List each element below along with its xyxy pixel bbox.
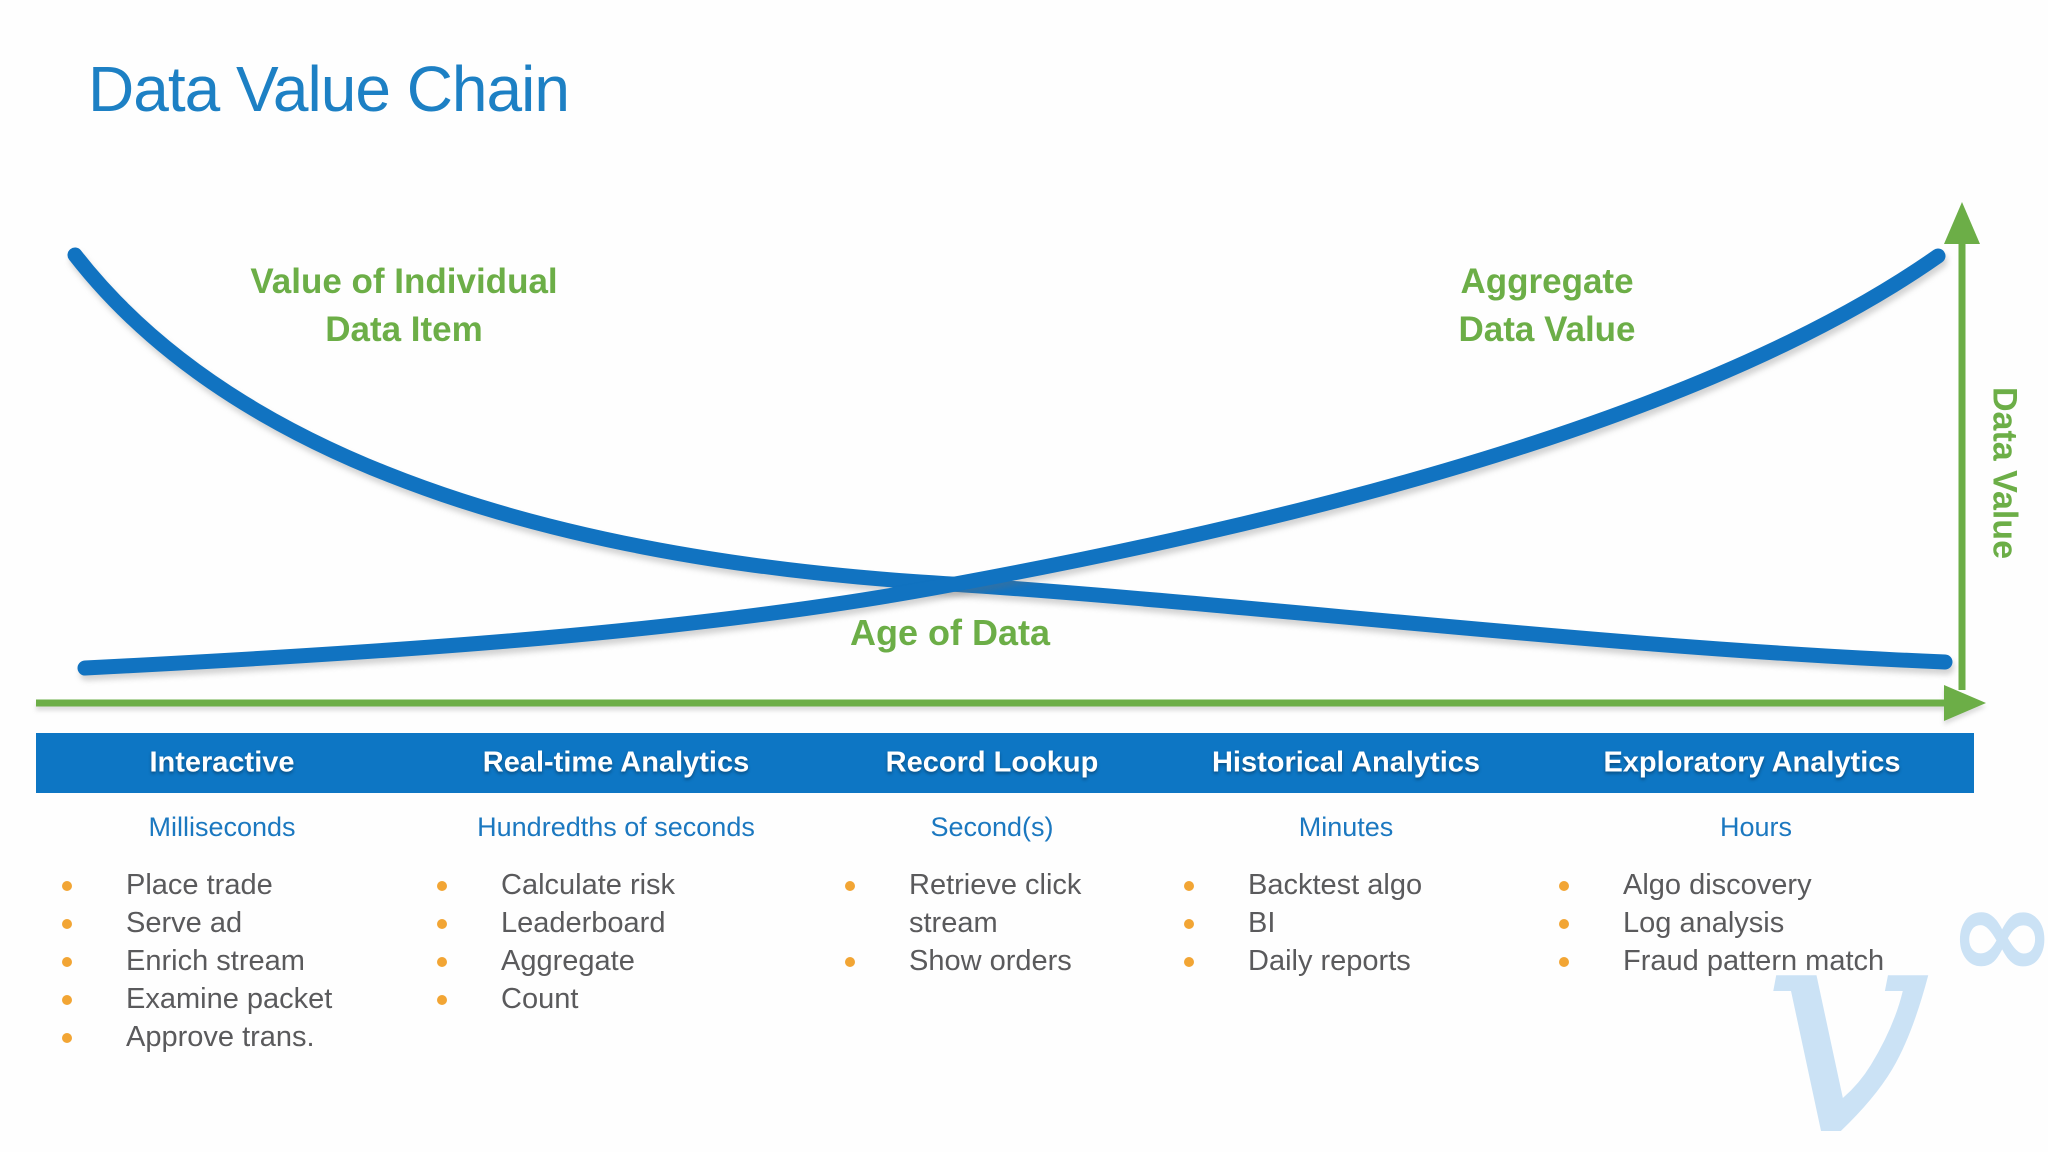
latency-historical: Minutes — [1298, 812, 1394, 842]
value-axis-arrow — [1944, 202, 1980, 690]
header-record-lookup: Record Lookup — [885, 746, 1099, 779]
use-case-list-realtime: Calculate risk Leaderboard Aggregate Cou… — [437, 866, 771, 1018]
header-historical-analytics: Historical Analytics — [1211, 746, 1481, 779]
list-item: Examine packet — [62, 980, 396, 1018]
bullet-icon — [1559, 957, 1569, 967]
list-item: Fraud pattern match — [1559, 942, 1963, 980]
list-item: Count — [437, 980, 771, 1018]
use-case-list-interactive: Place trade Serve ad Enrich stream Exami… — [62, 866, 396, 1056]
individual-value-label: Value of Individual Data Item — [250, 262, 558, 349]
list-item: Log analysis — [1559, 904, 1963, 942]
bullet-icon — [845, 957, 855, 967]
list-item: Retrieve click stream — [845, 866, 1109, 942]
bullet-icon — [62, 919, 72, 929]
bullet-icon — [62, 881, 72, 891]
list-item: Enrich stream — [62, 942, 396, 980]
bullet-icon — [437, 995, 447, 1005]
list-item: Backtest algo — [1184, 866, 1518, 904]
infinity-icon: ∞ — [1948, 857, 2048, 1009]
bullet-icon — [1559, 919, 1569, 929]
latency-realtime: Hundredths of seconds — [477, 812, 755, 842]
list-item: Daily reports — [1184, 942, 1518, 980]
use-case-list-historical: Backtest algo BI Daily reports — [1184, 866, 1518, 980]
arrowhead-up-icon — [1944, 202, 1980, 244]
latency-interactive: Milliseconds — [148, 812, 296, 842]
bullet-icon — [1184, 919, 1194, 929]
page-title: Data Value Chain — [88, 53, 570, 125]
age-axis-arrow — [36, 685, 1986, 721]
header-realtime-analytics: Real-time Analytics — [482, 746, 750, 779]
aggregate-value-label: Aggregate Data Value — [1458, 262, 1636, 349]
bullet-icon — [437, 881, 447, 891]
list-item: Approve trans. — [62, 1018, 396, 1056]
category-header-bar: Interactive Real-time Analytics Record L… — [36, 733, 1974, 793]
list-item: Aggregate — [437, 942, 771, 980]
list-item: Algo discovery — [1559, 866, 1963, 904]
header-interactive: Interactive — [149, 746, 295, 779]
bullet-icon — [62, 957, 72, 967]
bullet-icon — [1184, 957, 1194, 967]
list-item: Leaderboard — [437, 904, 771, 942]
bullet-icon — [845, 881, 855, 891]
bullet-icon — [437, 957, 447, 967]
latency-record-lookup: Second(s) — [930, 812, 1054, 842]
bullet-icon — [1559, 881, 1569, 891]
arrowhead-right-icon — [1944, 685, 1986, 721]
list-item: Place trade — [62, 866, 396, 904]
list-item: BI — [1184, 904, 1518, 942]
bullet-icon — [437, 919, 447, 929]
data-value-axis-label: Data Value — [1985, 387, 2024, 559]
age-of-data-axis-label: Age of Data — [849, 612, 1051, 653]
list-item: Show orders — [845, 942, 1109, 980]
use-case-list-exploratory: Algo discovery Log analysis Fraud patter… — [1559, 866, 1963, 980]
list-item: Serve ad — [62, 904, 396, 942]
bullet-icon — [1184, 881, 1194, 891]
use-case-list-record-lookup: Retrieve click stream Show orders — [845, 866, 1109, 980]
bullet-icon — [62, 995, 72, 1005]
latency-exploratory: Hours — [1719, 812, 1793, 842]
voltdb-watermark-v-icon: v — [1762, 853, 1932, 1152]
list-item: Calculate risk — [437, 866, 771, 904]
bullet-icon — [62, 1033, 72, 1043]
header-exploratory-analytics: Exploratory Analytics — [1603, 746, 1901, 779]
